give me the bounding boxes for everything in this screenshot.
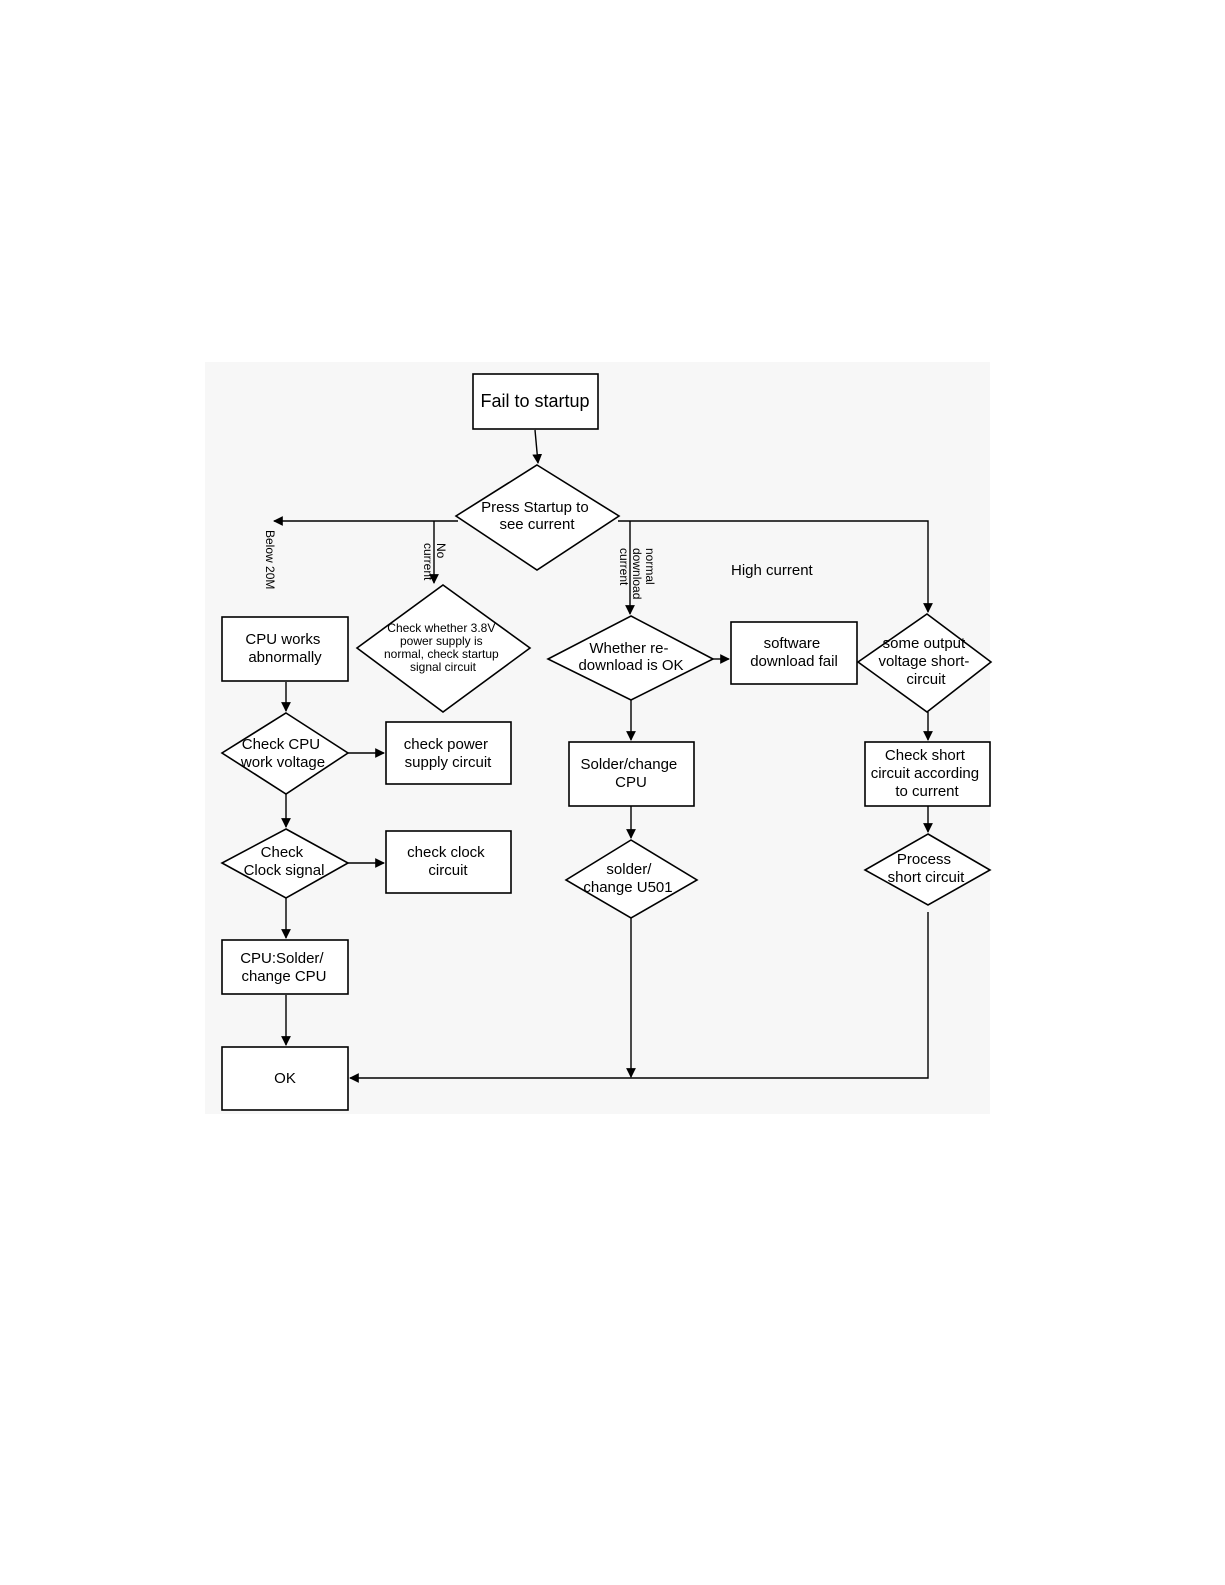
node-solder-cpu: Solder/change CPU <box>568 741 695 807</box>
node-check-cpu-voltage: Check CPU work voltage <box>220 712 350 795</box>
label-normal-download: normal download current <box>617 548 657 603</box>
label-below-20m: Below 20M <box>263 530 277 589</box>
edge-high-current <box>618 520 933 613</box>
node-cpu-solder-change: CPU:Solder/ change CPU <box>221 939 349 995</box>
node-whether-redownload: Whether re- download is OK <box>546 615 715 701</box>
connectors <box>273 429 933 1083</box>
node-check-38v: Check whether 3.8V power supply is norma… <box>355 584 532 713</box>
node-solder-u501: solder/ change U501 <box>564 839 699 919</box>
node-press-startup: Press Startup to see current <box>454 464 621 571</box>
node-check-short: Check short circuit according to current <box>864 741 991 807</box>
svg-text:Solder/change CPU: Solder/change CPU <box>581 756 682 791</box>
label-no-current: No current <box>421 543 448 581</box>
label-high-current: High current <box>731 562 814 579</box>
node-process-short: Process short circuit <box>863 833 992 906</box>
svg-text:solder/ change U501: solder/ change U501 <box>583 861 672 896</box>
svg-text:Check whether 3.8V power: Check whether 3.8V power supply is norma… <box>384 621 502 674</box>
node-ok: OK <box>221 1046 349 1111</box>
svg-text:Process short circuit: Process short circuit <box>888 851 966 886</box>
svg-text:check power supply circu: check power supply circuit <box>404 736 492 771</box>
svg-text:Fail to startup: Fail to startup <box>480 391 589 411</box>
node-output-short: some output voltage short- circuit <box>856 613 993 714</box>
node-check-clock: Check Clock signal <box>220 828 350 899</box>
svg-text:Check CPU work voltage: Check CPU work voltage <box>240 736 325 771</box>
node-fail-to-startup: Fail to startup <box>472 373 599 430</box>
svg-text:software download fail: software download fail <box>750 635 838 670</box>
svg-text:CPU:Solder/ change CPU: CPU:Solder/ change CPU <box>240 950 328 985</box>
node-software-fail: software download fail <box>730 621 858 685</box>
svg-text:Whether re- download is: Whether re- download is OK <box>578 640 683 674</box>
node-cpu-abnormal: CPU works abnormally <box>221 616 349 682</box>
svg-text:check clock circuit: check clock circuit <box>407 844 489 879</box>
svg-text:some output voltage shor: some output voltage short- circuit <box>878 635 973 688</box>
svg-text:Check short circuit acco: Check short circuit according to current <box>871 747 984 800</box>
edge-process-to-ok <box>349 912 929 1083</box>
svg-text:Press Startup to see cur: Press Startup to see current <box>481 499 593 533</box>
node-check-clock-circuit: check clock circuit <box>385 830 512 894</box>
svg-text:CPU works abnormally: CPU works abnormally <box>245 631 324 666</box>
edge-fail-to-press <box>532 429 543 464</box>
node-check-power-supply: check power supply circuit <box>385 721 512 785</box>
svg-text:Check Clock signal: Check Clock signal <box>244 844 325 879</box>
svg-text:OK: OK <box>274 1070 296 1087</box>
